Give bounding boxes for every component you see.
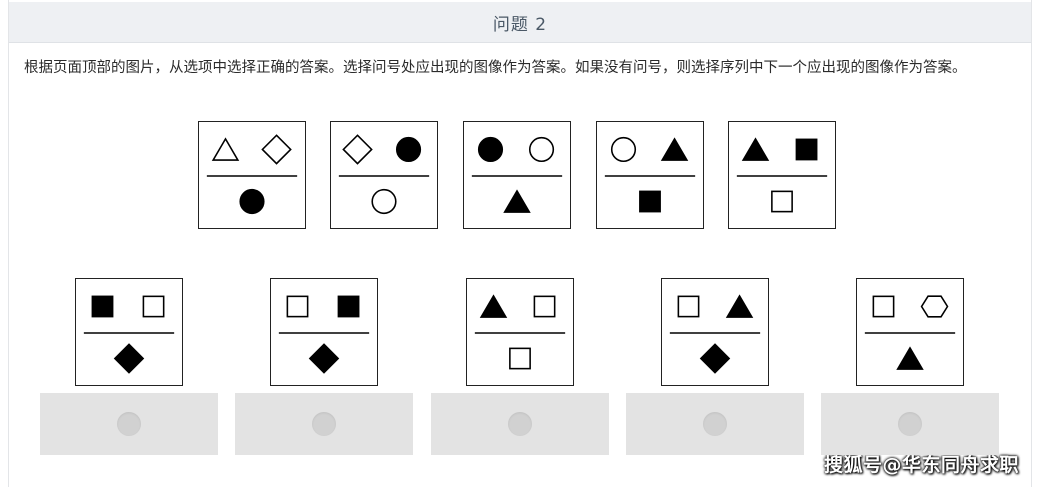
- triangle-filled-icon: [741, 137, 770, 161]
- hexagon-outline-icon: [920, 295, 949, 318]
- option-figure: [661, 278, 769, 386]
- triangle-filled-icon: [479, 294, 508, 318]
- figure-graphic: [278, 295, 370, 374]
- circle-filled-icon: [477, 136, 504, 163]
- option-figure: [270, 278, 378, 386]
- square-filled-icon: [337, 295, 360, 318]
- circle-outline-icon: [528, 136, 555, 163]
- watermark-text: 搜狐号@华东同舟求职: [823, 454, 1019, 476]
- sequence-figure: [463, 121, 571, 229]
- radio-indicator-icon[interactable]: [312, 412, 336, 436]
- diamond-outline-icon: [342, 134, 373, 165]
- square-outline-icon: [533, 295, 556, 318]
- radio-indicator-icon[interactable]: [508, 412, 532, 436]
- option-select-button[interactable]: [626, 393, 804, 455]
- figure-graphic: [83, 295, 175, 374]
- square-outline-icon: [286, 295, 309, 318]
- radio-indicator-icon[interactable]: [703, 412, 727, 436]
- figure-graphic: [474, 294, 566, 370]
- option-figure: [75, 278, 183, 386]
- triangle-filled-icon: [725, 294, 754, 318]
- figure-graphic: [206, 134, 298, 215]
- triangle-outline-icon: [211, 137, 240, 161]
- figure-graphic: [864, 295, 956, 370]
- sequence-figure: [330, 121, 438, 229]
- figure-graphic: [604, 136, 696, 213]
- circle-filled-icon: [395, 136, 422, 163]
- circle-filled-icon: [239, 188, 265, 215]
- figure-graphic: [471, 136, 563, 213]
- sequence-figure: [728, 121, 836, 229]
- figure-graphic: [736, 137, 828, 213]
- square-outline-icon: [142, 295, 165, 318]
- diamond-filled-icon: [699, 343, 731, 374]
- circle-outline-icon: [610, 136, 637, 163]
- radio-indicator-icon[interactable]: [898, 412, 922, 436]
- radio-indicator-icon[interactable]: [117, 412, 141, 436]
- square-filled-icon: [639, 190, 661, 213]
- sequence-figure: [596, 121, 704, 229]
- option-select-button[interactable]: [235, 393, 413, 455]
- sequence-figure: [198, 121, 306, 229]
- question-header: 问题 2: [9, 2, 1031, 43]
- option-figure: [856, 278, 964, 386]
- triangle-filled-icon: [503, 189, 531, 213]
- option-select-button[interactable]: [40, 393, 218, 455]
- option-figure: [466, 278, 574, 386]
- triangle-filled-icon: [660, 137, 689, 161]
- figure-graphic: [669, 294, 761, 374]
- instructions-text: 根据页面顶部的图片，从选项中选择正确的答案。选择问号处应出现的图像作为答案。如果…: [24, 60, 967, 76]
- square-outline-icon: [509, 347, 531, 370]
- square-outline-icon: [677, 295, 700, 318]
- option-select-button[interactable]: [431, 393, 609, 455]
- square-filled-icon: [91, 295, 114, 318]
- triangle-filled-icon: [896, 346, 924, 370]
- circle-outline-icon: [371, 188, 397, 215]
- question-title: 问题 2: [492, 14, 548, 35]
- square-outline-icon: [771, 190, 793, 213]
- question-frame: [8, 0, 1032, 487]
- diamond-filled-icon: [308, 343, 340, 374]
- option-select-button[interactable]: [821, 393, 999, 455]
- figure-graphic: [338, 134, 430, 215]
- square-outline-icon: [872, 295, 895, 318]
- diamond-outline-icon: [261, 134, 292, 165]
- square-filled-icon: [795, 138, 818, 161]
- diamond-filled-icon: [113, 343, 145, 374]
